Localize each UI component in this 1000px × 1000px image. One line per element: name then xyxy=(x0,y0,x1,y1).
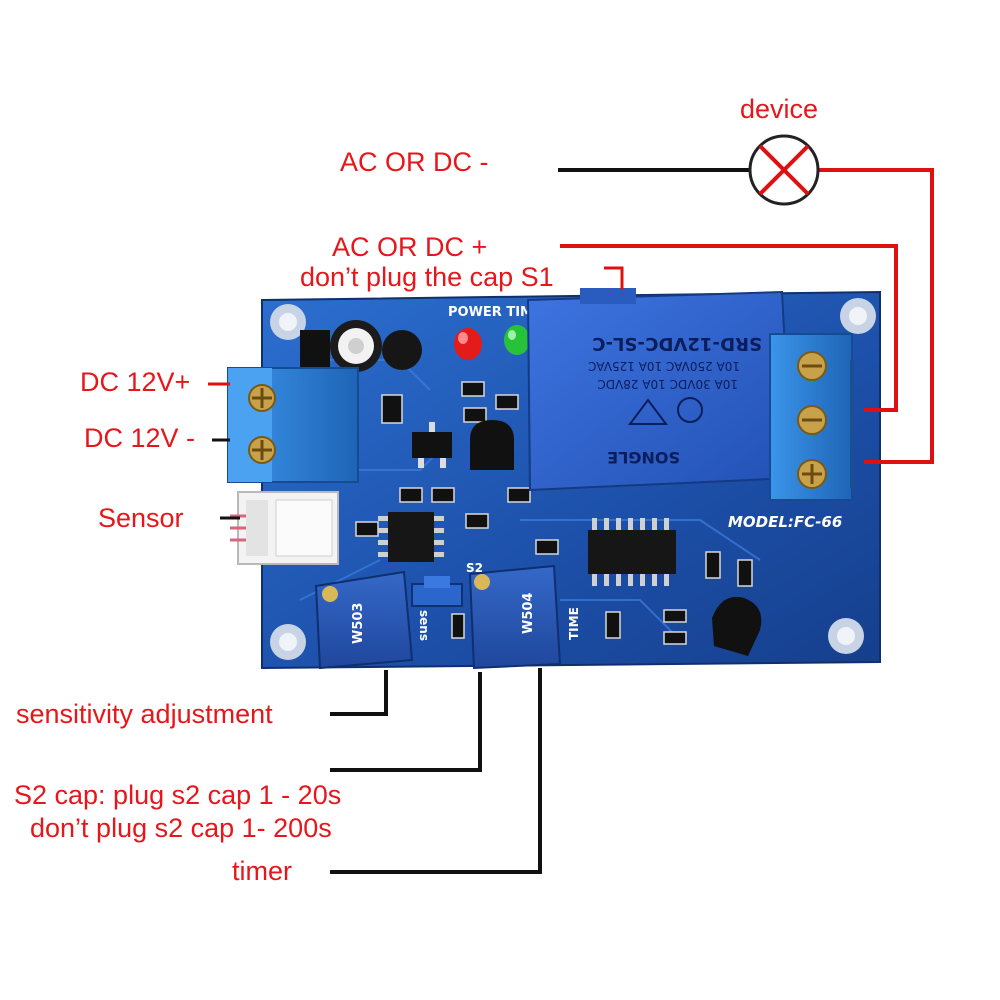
timer-potentiometer: W504 xyxy=(468,564,562,670)
smd-transistor xyxy=(412,422,452,468)
relay-brand: SONGLE xyxy=(607,448,680,467)
smd-resistor xyxy=(495,394,519,410)
wire-timer xyxy=(330,668,542,874)
capacitor xyxy=(382,330,422,370)
label-dont-plug-s1: don’t plug the cap S1 xyxy=(300,262,554,292)
wire-ac-dc-minus xyxy=(558,168,934,464)
silk-model: MODEL:FC-66 xyxy=(728,513,842,531)
s2-jumper xyxy=(411,576,463,607)
silk-time: TIME xyxy=(567,607,581,640)
smd-resistor xyxy=(663,609,687,623)
mounting-hole xyxy=(828,618,864,654)
smd-resistor xyxy=(605,611,621,639)
smd-resistor xyxy=(463,407,487,423)
dc-terminal-block xyxy=(227,367,359,483)
smd-resistor xyxy=(507,487,531,503)
smd-resistor xyxy=(535,539,559,555)
ic-8pin xyxy=(378,512,444,562)
silk-s2: S2 xyxy=(466,561,483,575)
smd-resistor xyxy=(431,487,455,503)
device-lamp-symbol xyxy=(748,134,820,206)
relay-cert-mark xyxy=(677,397,703,423)
smd-resistor xyxy=(381,394,403,424)
smd-resistor xyxy=(737,559,753,587)
pcb-board: POWER TIME MODEL:FC-66 S2 TIME sens xyxy=(227,288,881,670)
electrolytic-capacitor xyxy=(330,320,382,372)
transistor xyxy=(300,330,330,370)
smd-resistor xyxy=(451,613,465,639)
smd-resistor xyxy=(465,513,489,529)
mounting-hole xyxy=(840,298,876,334)
label-s2-plug: S2 cap: plug s2 cap 1 - 20s xyxy=(14,780,342,810)
wire-s2 xyxy=(330,672,482,772)
smd-resistor xyxy=(663,631,687,645)
red-led xyxy=(454,328,482,360)
mounting-hole xyxy=(270,304,306,340)
smd-resistor xyxy=(399,487,423,503)
sensitivity-potentiometer: W503 xyxy=(314,570,414,670)
label-device: device xyxy=(740,94,819,124)
label-timer: timer xyxy=(232,856,292,886)
relay: SRD-12VDC-SL-C 10A 250VAC 10A 125VAC 10A… xyxy=(526,288,794,492)
mounting-hole xyxy=(270,624,306,660)
relay-terminal-block xyxy=(769,333,854,501)
label-dc-12v-minus: DC 12V - xyxy=(84,423,196,453)
label-s2-dont-plug: don’t plug s2 cap 1- 200s xyxy=(30,813,332,843)
pot-code: W503 xyxy=(351,603,366,644)
smd-resistor xyxy=(355,521,379,537)
label-ac-dc-minus: AC OR DC - xyxy=(340,147,489,177)
relay-rating-1: 10A 250VAC 10A 125VAC xyxy=(588,359,740,373)
wire-s1-pointer xyxy=(604,266,624,290)
wire-ac-dc-plus xyxy=(560,244,898,412)
ic-14pin xyxy=(588,518,676,586)
label-dc-12v-plus: DC 12V+ xyxy=(80,367,191,397)
smd-resistor xyxy=(461,381,485,397)
relay-model: SRD-12VDC-SL-C xyxy=(592,333,762,354)
pot-code: W504 xyxy=(521,593,536,634)
sensor-connector xyxy=(230,491,339,565)
label-sensitivity-adjustment: sensitivity adjustment xyxy=(16,699,273,729)
relay-warning-mark xyxy=(628,398,668,425)
green-led xyxy=(504,325,530,355)
wire-sensitivity xyxy=(330,670,388,716)
label-ac-dc-plus: AC OR DC + xyxy=(332,232,488,262)
silk-power-time: POWER TIME xyxy=(448,305,542,320)
to92-transistor xyxy=(470,420,514,470)
label-sensor: Sensor xyxy=(98,503,184,533)
relay-rating-2: 10A 30VDC 10A 28VDC xyxy=(597,377,738,391)
smd-resistor xyxy=(705,551,721,579)
silk-sens: sens xyxy=(417,610,431,641)
to92-transistor xyxy=(712,596,762,656)
